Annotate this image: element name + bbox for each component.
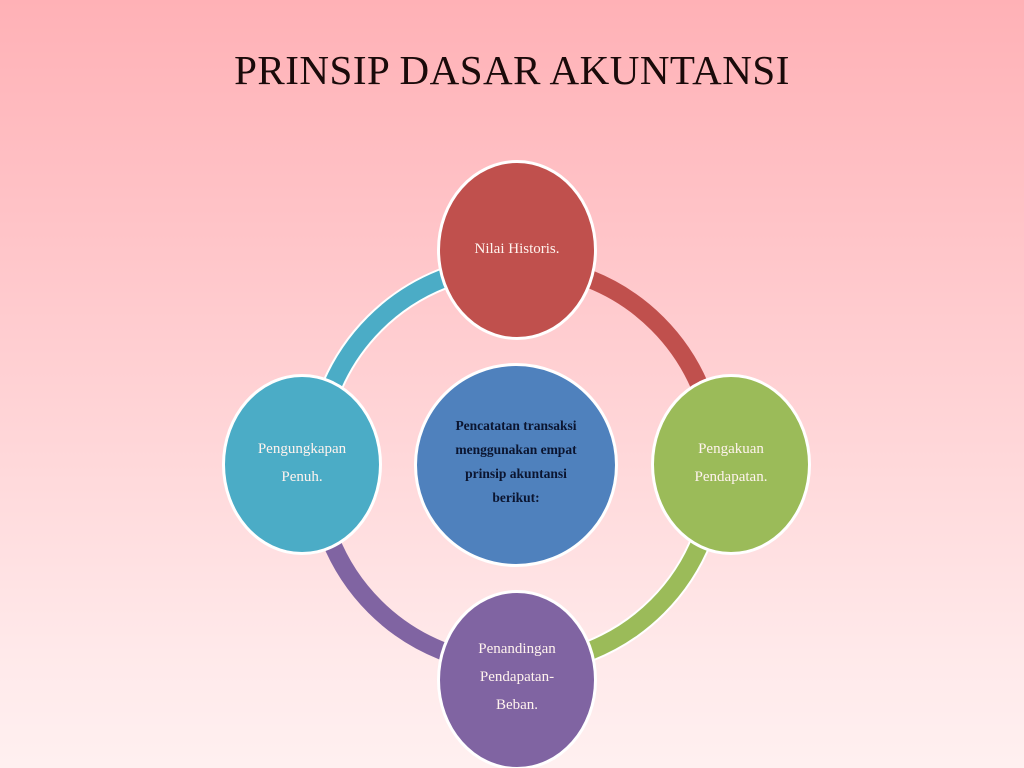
node-center-pencatatan-transaksi: Pencatatan transaksi menggunakan empat p…: [414, 363, 618, 567]
node-label: Penandingan Pendapatan- Beban.: [478, 641, 556, 713]
node-penandingan-pendapatan-beban: Penandingan Pendapatan- Beban.: [437, 590, 597, 768]
node-label: Pengakuan Pendapatan.: [694, 441, 768, 485]
slide-title: PRINSIP DASAR AKUNTANSI: [234, 47, 790, 93]
node-nilai-historis: Nilai Historis.: [437, 160, 597, 340]
node-label: Nilai Historis.: [474, 241, 560, 257]
node-pengungkapan-penuh: Pengungkapan Penuh.: [222, 374, 382, 555]
center-label: Pencatatan transaksi menggunakan empat p…: [455, 418, 577, 505]
node-pengakuan-pendapatan: Pengakuan Pendapatan.: [651, 374, 811, 555]
node-label: Pengungkapan Penuh.: [257, 441, 347, 485]
